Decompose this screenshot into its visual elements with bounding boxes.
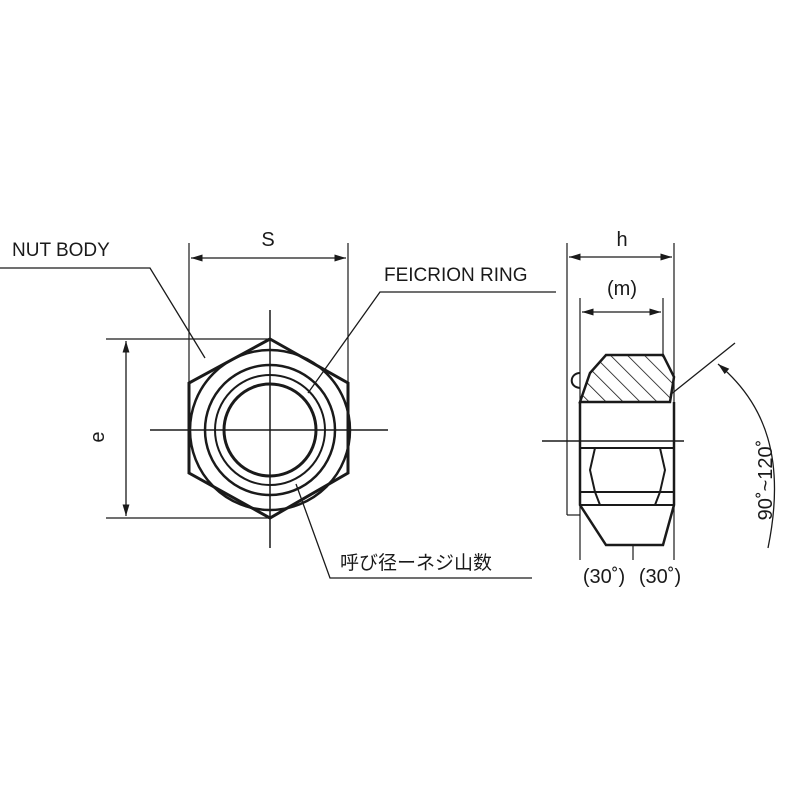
chamfer-left-label: (30˚) <box>583 566 625 588</box>
thread-note-label: 呼び径ーネジ山数 <box>340 552 492 574</box>
nut-body-label: NUT BODY <box>12 240 110 261</box>
dim-s-label: S <box>261 229 274 251</box>
nut-body-side <box>578 402 676 547</box>
feicrion-ring-label: FEICRION RING <box>384 265 528 286</box>
angle-range-label: 90˚~120˚ <box>755 440 777 521</box>
angle-arc <box>717 363 776 549</box>
thread-note-leader <box>295 483 532 579</box>
nut-body-leader <box>0 267 206 359</box>
angle-leader <box>669 342 736 396</box>
chamfer-right-label: (30˚) <box>639 566 681 588</box>
front-view: S e NUT BODY FEICRION RING 呼び径ーネジ山数 <box>0 229 556 579</box>
feicrion-ring-leader <box>307 291 556 394</box>
hex-face-right <box>654 447 667 506</box>
side-view: h (m) (30˚) (30˚) 90˚~120˚ <box>542 229 777 588</box>
crimp-bump <box>570 372 581 389</box>
dim-e-label: e <box>87 431 109 442</box>
ring-section <box>578 353 676 404</box>
dim-m-label: (m) <box>607 278 637 300</box>
hex-face-left <box>588 447 601 506</box>
dim-h-label: h <box>616 229 627 251</box>
